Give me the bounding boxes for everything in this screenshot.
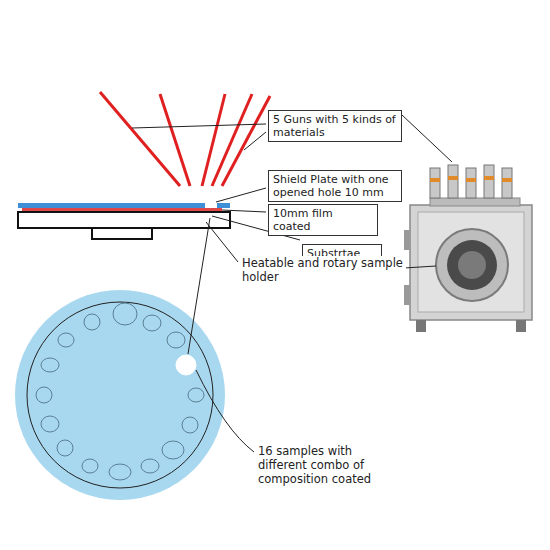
wafer-ring <box>27 302 213 488</box>
coated-sample <box>176 355 196 375</box>
callout-text: Shield Plate with one opened hole 10 mm <box>273 173 397 199</box>
callout-box: 10mm film coated <box>268 204 378 236</box>
leader-lines <box>132 115 452 452</box>
shield-hole <box>205 203 217 208</box>
sputter-machine <box>404 165 532 332</box>
holder-shaft <box>92 228 152 239</box>
callout-text: 10mm film coated <box>273 207 373 233</box>
callout-box: 5 Guns with 5 kinds of materials <box>268 110 402 142</box>
part-label: Heatable and rotary sample holder <box>240 256 406 284</box>
callout-text: 5 Guns with 5 kinds of materials <box>273 113 397 139</box>
sample-holder <box>18 212 230 228</box>
part-label: 16 samples with different combo of compo… <box>256 444 400 486</box>
sputter-beams <box>100 92 270 186</box>
shield-plate <box>18 203 230 208</box>
callout-box: Shield Plate with one opened hole 10 mm <box>268 170 402 202</box>
sample-spots <box>36 303 204 480</box>
